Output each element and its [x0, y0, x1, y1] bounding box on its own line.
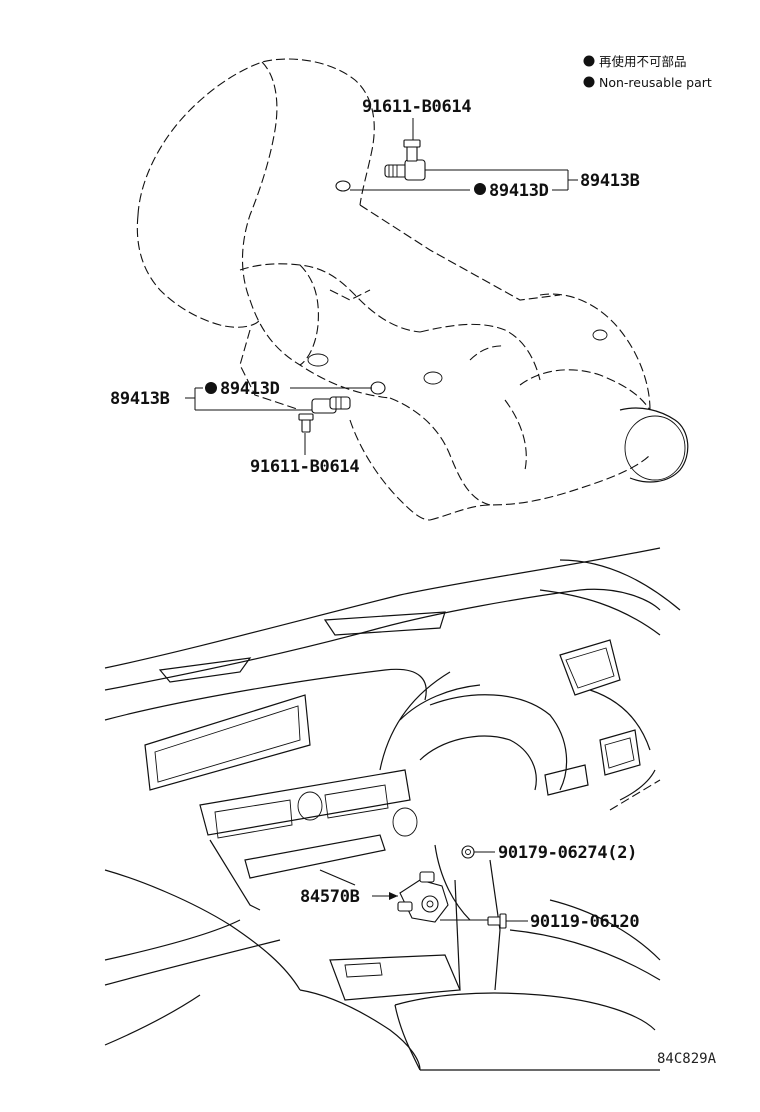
label-gasket-left: 89413D	[220, 379, 280, 399]
label-gasket-top: 89413D	[489, 181, 549, 201]
legend-japanese: 再使用不可部品	[599, 54, 687, 69]
label-sensor-left: 89413B	[110, 389, 170, 409]
label-nut: 90179-06274(2)	[498, 843, 637, 863]
non-reusable-marker-icon	[583, 55, 595, 67]
label-bolt-top: 91611-B0614	[362, 97, 471, 117]
speed-sensor-top	[335, 139, 426, 192]
label-bolt-bottom: 91611-B0614	[250, 457, 359, 477]
label-switch: 84570B	[300, 887, 360, 907]
legend-english: Non-reusable part	[599, 75, 712, 90]
dashboard-callouts: 90179-06274(2) 84570B 90119-06120	[300, 843, 640, 932]
label-sensor-top: 89413B	[580, 171, 640, 191]
dashboard-illustration	[104, 547, 681, 1071]
top-callouts: 91611-B0614 89413B 89413D	[350, 97, 640, 201]
non-reusable-marker-icon	[583, 76, 595, 88]
label-screw: 90119-06120	[530, 912, 639, 932]
left-callouts: 89413D 89413B 91611-B0614	[110, 379, 372, 477]
legend: 再使用不可部品 Non-reusable part	[583, 54, 712, 90]
diagram-code: 84C829A	[657, 1051, 717, 1067]
speed-sensor-left	[298, 381, 386, 433]
transmission-illustration	[136, 58, 689, 521]
switch-assembly	[397, 845, 507, 929]
